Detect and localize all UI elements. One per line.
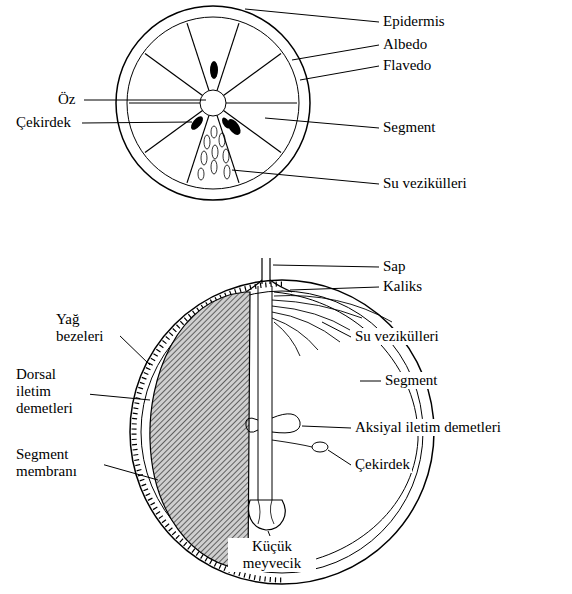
part-label: Segment [381, 119, 438, 136]
part-label: Kaliks [381, 278, 424, 295]
part-label: Dorsal iletim demetleri [14, 366, 90, 417]
part-label: Albedo [381, 36, 429, 53]
part-label: Sap [381, 258, 408, 275]
part-label: Yağ bezeleri [54, 311, 120, 345]
part-label: Segment [383, 372, 440, 389]
part-label: Çekirdek [353, 456, 412, 473]
leader-lines [66, 265, 381, 536]
cross-section [116, 6, 310, 200]
part-label: Su vezikülleri [353, 328, 441, 345]
part-label: Aksiyal iletim demetleri [353, 419, 503, 436]
leader-lines [82, 9, 379, 184]
part-label: Su vezikülleri [381, 175, 469, 192]
part-label: Çekirdek [14, 114, 73, 131]
part-label: Segment membranı [14, 446, 104, 480]
part-label: Epidermis [381, 13, 447, 30]
part-label: Öz [56, 91, 78, 108]
part-label: Flavedo [381, 57, 433, 74]
part-label: Küçük meyvecik [228, 538, 316, 572]
